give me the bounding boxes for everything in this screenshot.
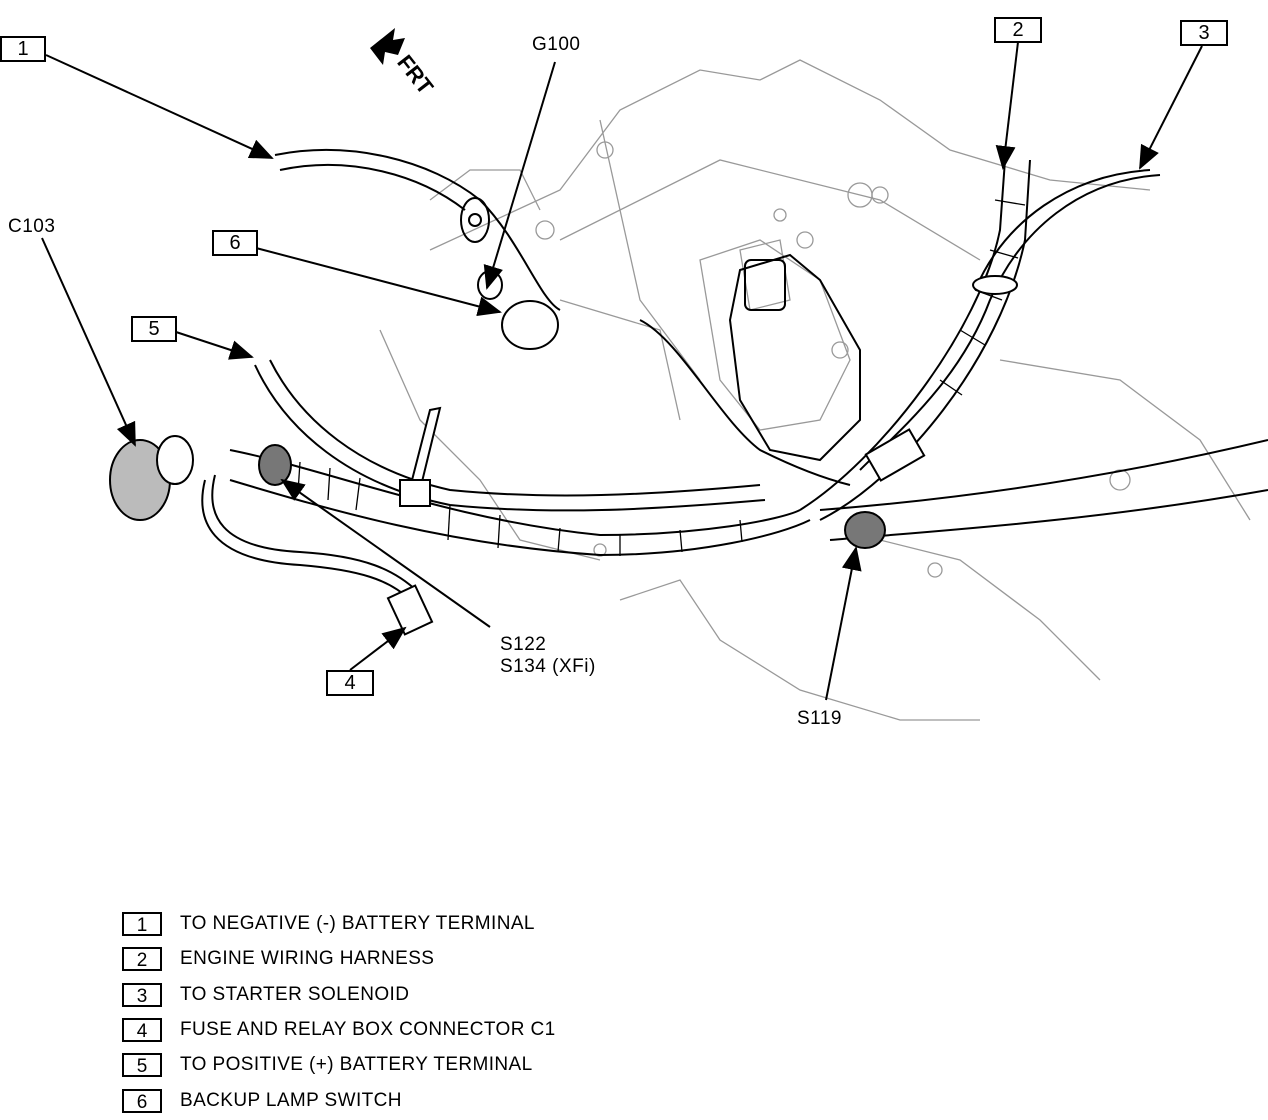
front-arrow-icon [370, 28, 405, 65]
legend-text: TO STARTER SOLENOID [180, 984, 410, 1005]
callout-4: 4 [326, 670, 374, 696]
legend-number: 2 [122, 947, 162, 971]
legend-item: 6 BACKUP LAMP SWITCH [122, 1087, 402, 1115]
harness-wrap-ticks [297, 199, 1026, 556]
relay-housing [728, 253, 861, 462]
ground-g100-eyelet [460, 197, 490, 243]
legend-number: 4 [122, 1018, 162, 1042]
legend-item: 4 FUSE AND RELAY BOX CONNECTOR C1 [122, 1016, 556, 1044]
label-s122: S122 [500, 634, 547, 655]
callout-6: 6 [212, 230, 258, 256]
label-s134: S134 (XFi) [500, 656, 596, 677]
legend-item: 5 TO POSITIVE (+) BATTERY TERMINAL [122, 1051, 533, 1079]
legend-text: TO NEGATIVE (-) BATTERY TERMINAL [180, 913, 535, 934]
legend-text: ENGINE WIRING HARNESS [180, 948, 435, 969]
harness-clip [864, 275, 1018, 482]
harness-bundle [201, 149, 1268, 601]
legend-item: 3 TO STARTER SOLENOID [122, 981, 409, 1009]
fuse-relay-connector [386, 584, 434, 636]
legend-text: TO POSITIVE (+) BATTERY TERMINAL [180, 1054, 533, 1075]
splice-s122 [258, 444, 292, 486]
leader-lines [41, 41, 1203, 701]
label-s119: S119 [797, 708, 842, 729]
engine-block-outline [379, 59, 1251, 721]
splice-s119 [844, 511, 886, 549]
legend-number: 3 [122, 983, 162, 1007]
callout-5: 5 [131, 316, 177, 342]
legend-number: 6 [122, 1089, 162, 1113]
legend-item: 2 ENGINE WIRING HARNESS [122, 945, 434, 973]
label-c103: C103 [8, 216, 56, 237]
callout-3: 3 [1180, 20, 1228, 46]
cable-tie [399, 406, 442, 507]
label-g100: G100 [532, 34, 581, 55]
legend-item: 1 TO NEGATIVE (-) BATTERY TERMINAL [122, 910, 535, 938]
legend-number: 1 [122, 912, 162, 936]
legend-text: BACKUP LAMP SWITCH [180, 1090, 402, 1111]
callout-1: 1 [0, 36, 46, 62]
legend-number: 5 [122, 1053, 162, 1077]
c103-connector [109, 435, 194, 521]
callout-2: 2 [994, 17, 1042, 43]
legend-text: FUSE AND RELAY BOX CONNECTOR C1 [180, 1019, 556, 1040]
